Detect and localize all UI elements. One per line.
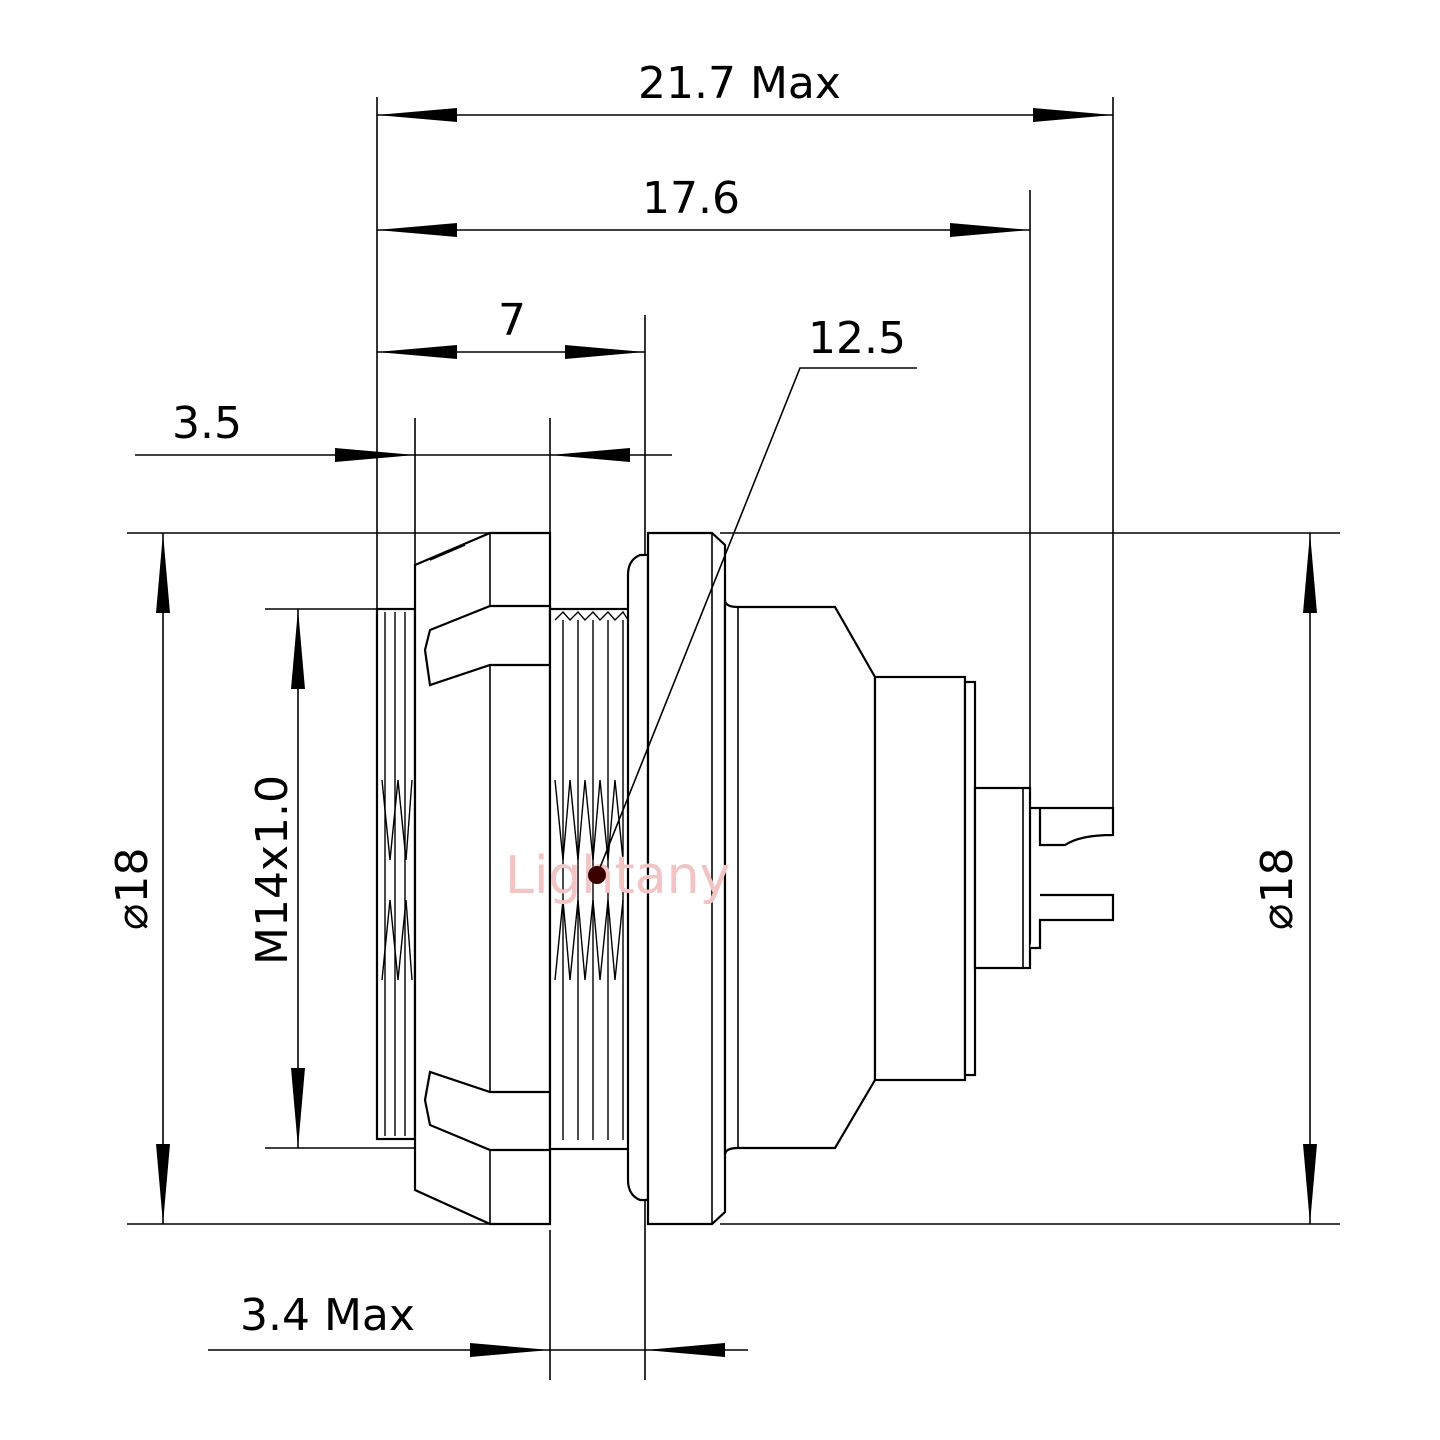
dim-right-diameter: ⌀18 (1252, 848, 1303, 930)
connector-part (375, 531, 1115, 1226)
dim-thread-spec: M14x1.0 (247, 775, 298, 965)
dim-overall-length: 21.7 Max (638, 58, 841, 109)
dim-left-diameter: ⌀18 (107, 848, 158, 930)
leader-dot (588, 866, 606, 884)
dimension-lines (135, 107, 1317, 1357)
dim-thread-length: 3.5 (172, 398, 242, 449)
dim-front-length: 7 (498, 295, 526, 346)
dim-panel-thickness: 3.4 Max (240, 1290, 415, 1341)
leader (588, 367, 917, 884)
dim-body-length: 17.6 (642, 173, 740, 224)
watermark: Lightany (505, 846, 730, 906)
dim-leader: 12.5 (808, 313, 906, 364)
